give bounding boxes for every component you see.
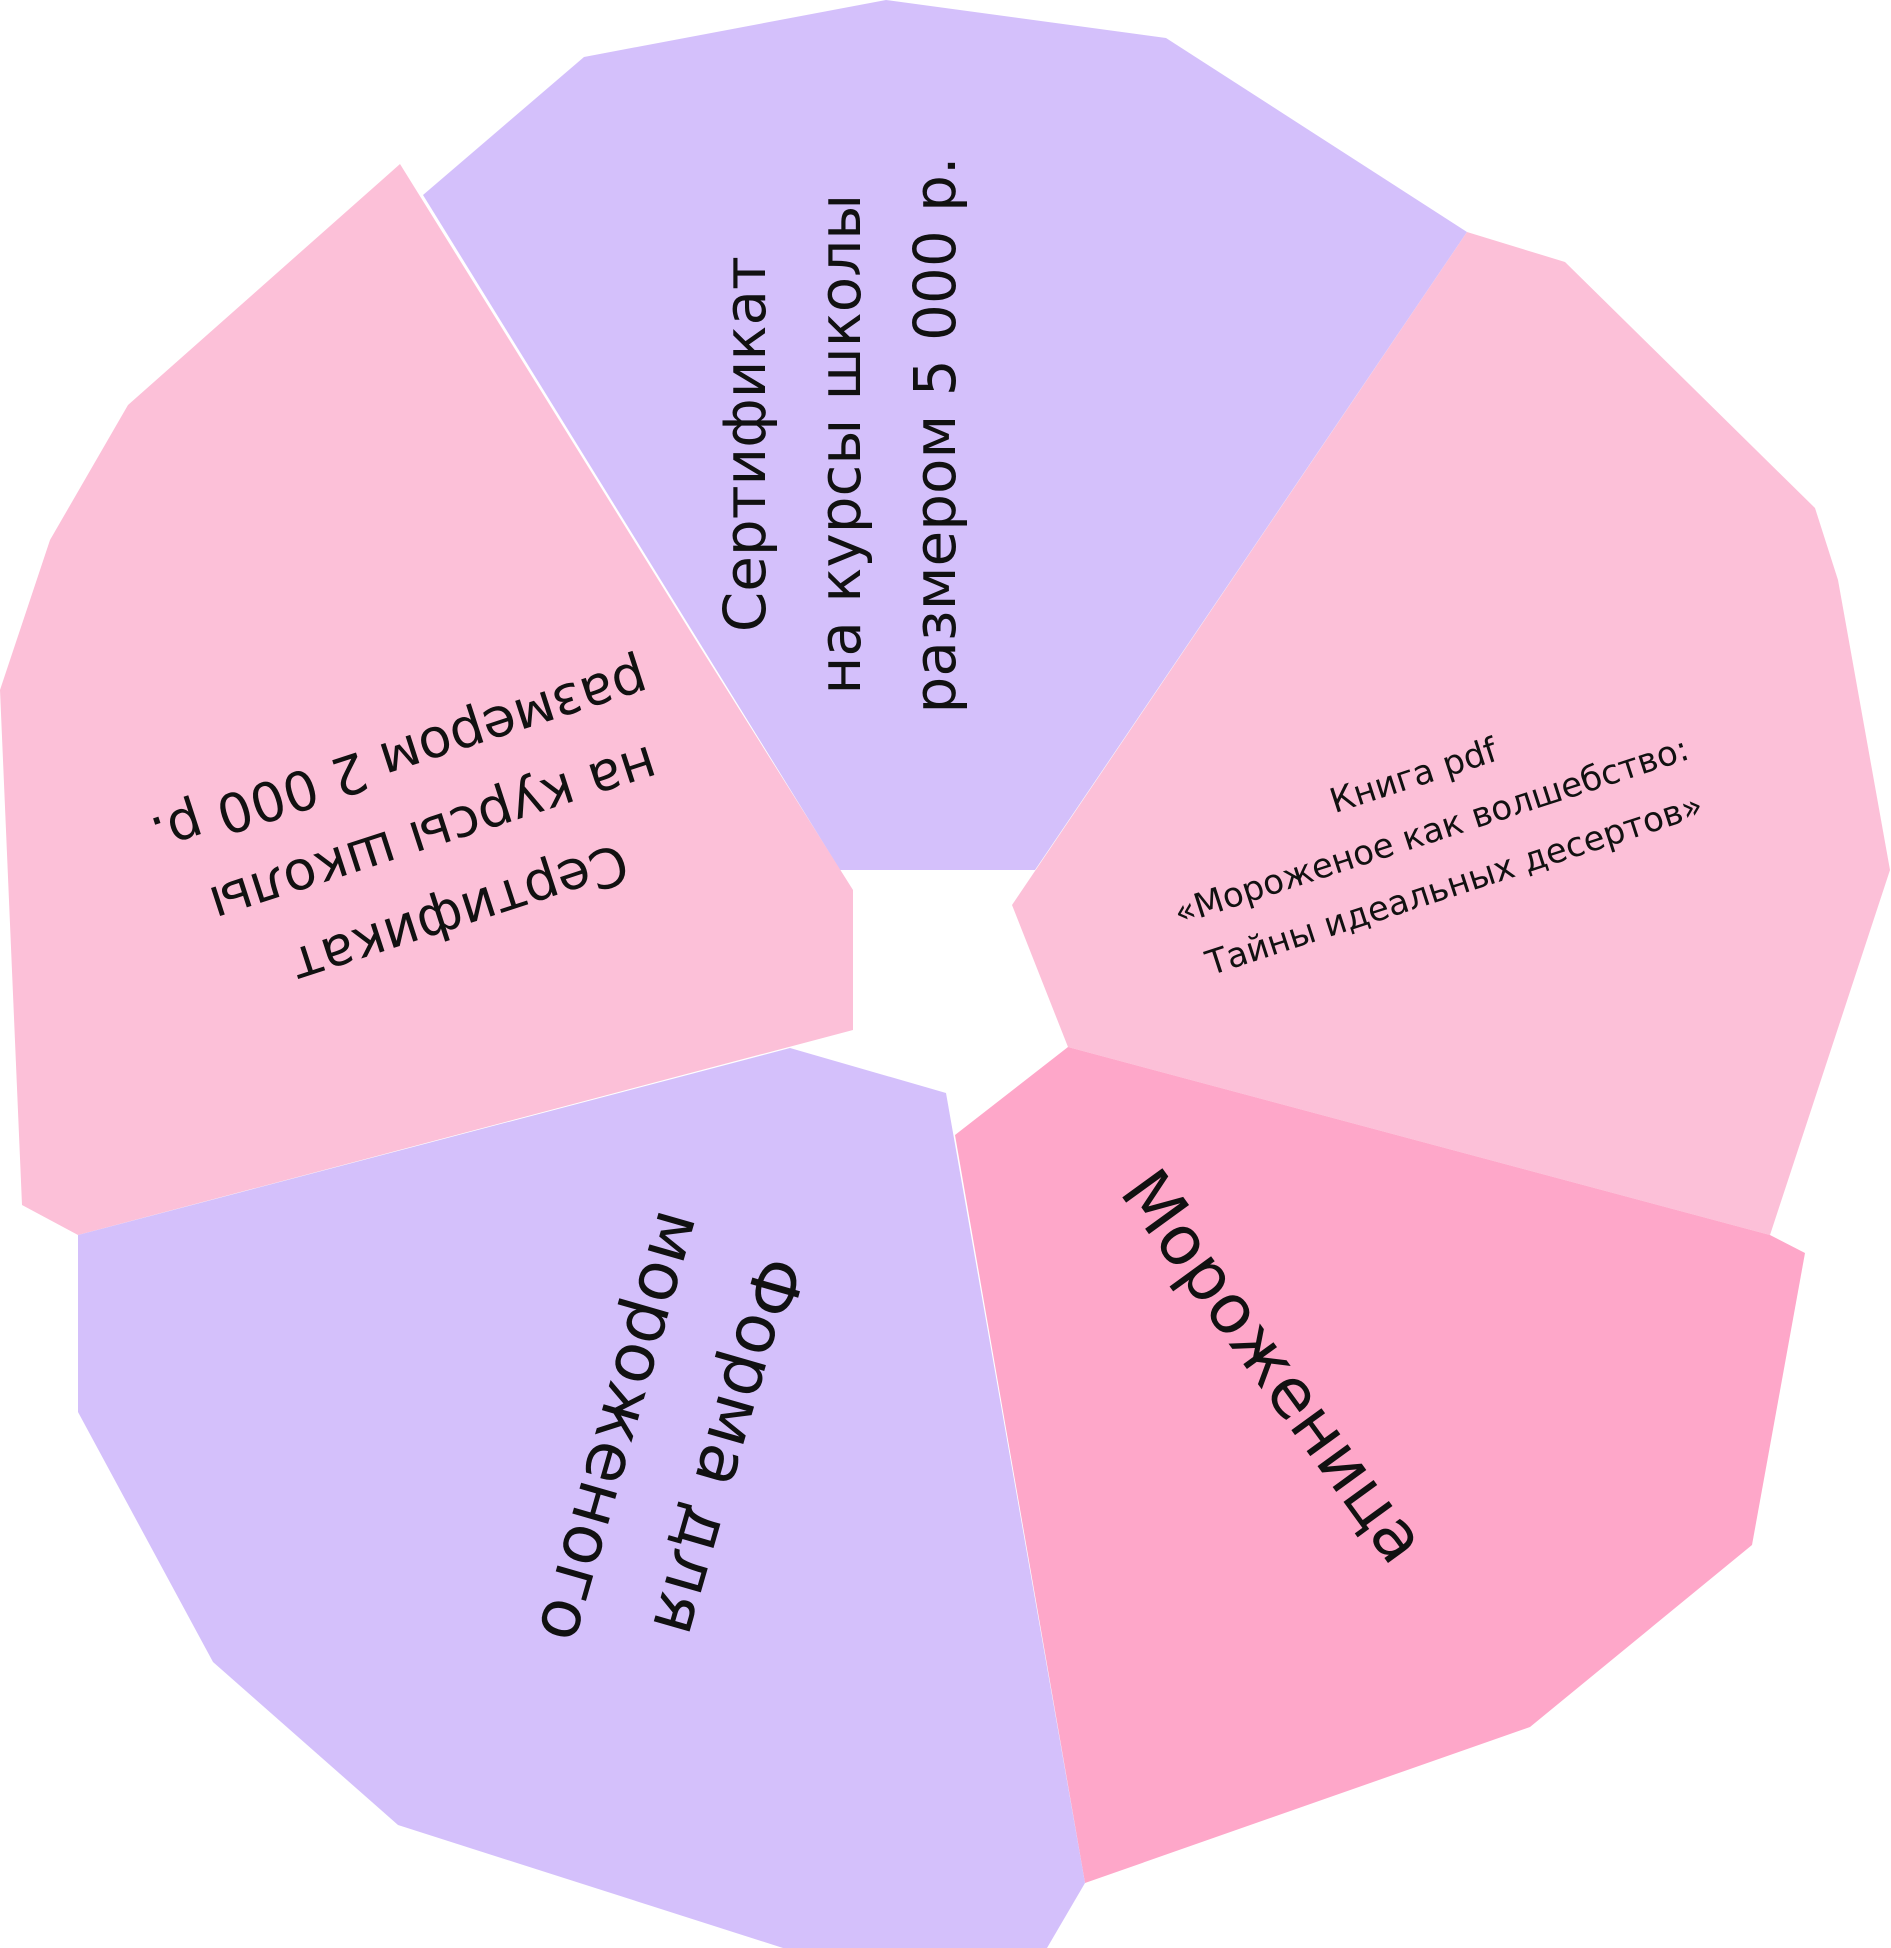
segment-bottom-left[interactable]: Форма для мороженого: [78, 1048, 1085, 1948]
segment-right-shape: [1012, 232, 1890, 1235]
segment-top-line-2: на курсы школы: [806, 194, 874, 695]
segment-bottom-left-shape: [78, 1048, 1085, 1948]
segment-bottom-right-shape: [955, 1047, 1805, 1883]
segment-left[interactable]: Сертификат на курсы школы размером 2 000…: [0, 164, 853, 1235]
segment-top-label: Сертификат на курсы школы размером 5 000…: [711, 157, 969, 714]
segment-bottom-right[interactable]: Мороженица: [955, 1047, 1805, 1883]
segment-top[interactable]: Сертификат на курсы школы размером 5 000…: [423, 0, 1467, 870]
segment-right[interactable]: Книга pdf «Мороженое как волшебство: Тай…: [1012, 232, 1890, 1235]
segment-left-shape: [0, 164, 853, 1235]
segment-top-line-1: Сертификат: [711, 256, 779, 632]
segment-top-line-3: размером 5 000 р.: [901, 157, 969, 714]
segment-top-shape: [423, 0, 1467, 870]
